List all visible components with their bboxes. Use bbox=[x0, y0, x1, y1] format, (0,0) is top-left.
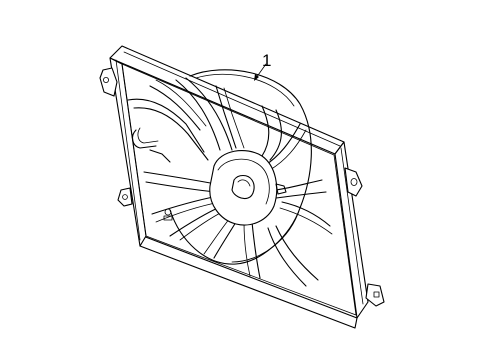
callout-leader bbox=[254, 63, 267, 81]
fan-blade-disc bbox=[169, 69, 312, 265]
wire-harness bbox=[131, 127, 287, 195]
mounting-tab-right bbox=[344, 167, 363, 197]
callout-label-1: 1 bbox=[262, 51, 272, 70]
shroud-frame bbox=[109, 45, 369, 329]
mounting-tab-bottom-right bbox=[365, 283, 385, 307]
mounting-tab-left bbox=[117, 187, 133, 207]
motor-hub bbox=[209, 150, 278, 226]
mounting-tab-top-left bbox=[99, 67, 118, 97]
connector-clip bbox=[163, 208, 173, 221]
